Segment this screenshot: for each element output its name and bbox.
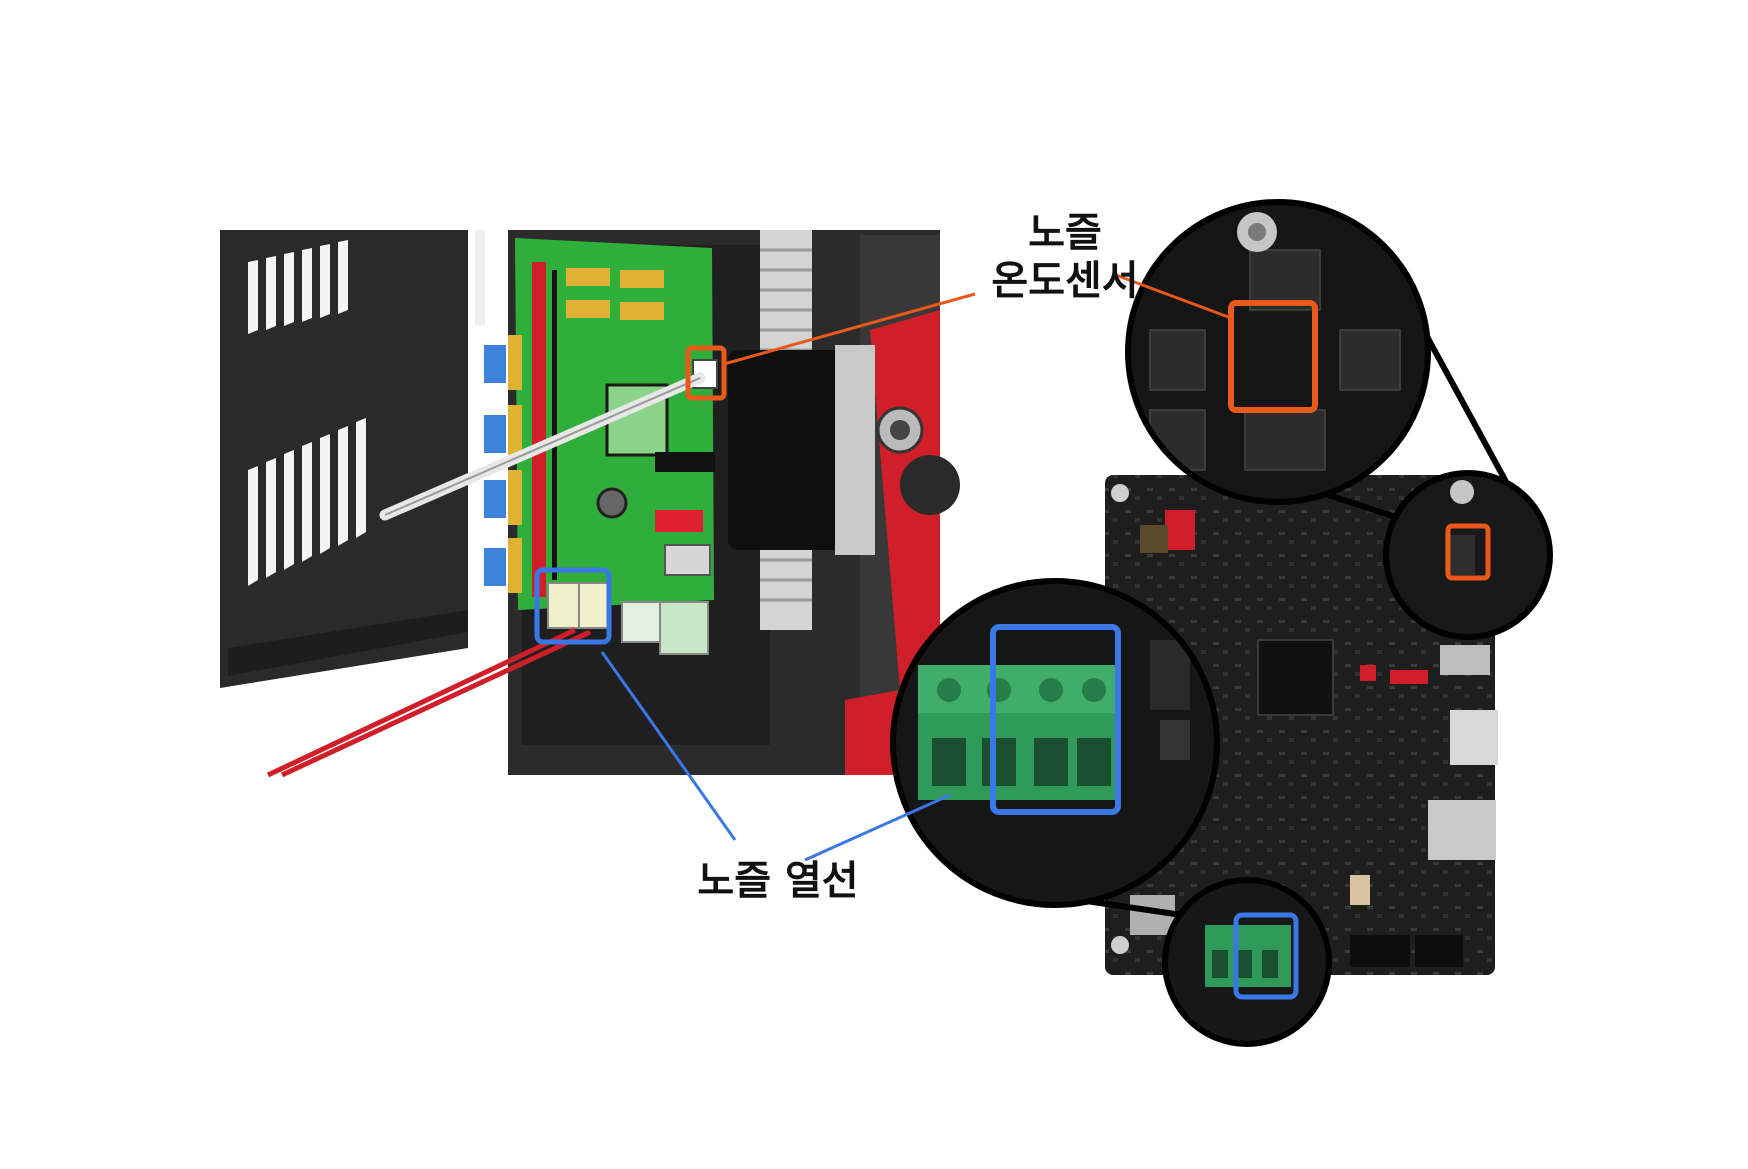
stepper-motor [728, 350, 853, 550]
heater-terminal-render [548, 583, 610, 628]
support-rod [475, 230, 485, 325]
zoom-board-corner [1385, 470, 1555, 640]
temp-sensor-label-line1: 노즐 [1000, 210, 1130, 256]
temp-sensor-label-line2: 온도센서 [950, 258, 1180, 304]
red-header-strip [532, 262, 546, 597]
sd-card-slot [1450, 710, 1498, 765]
printer-electronics-render [220, 230, 960, 775]
heater-label: 노즐 열선 [668, 858, 888, 904]
zoom-board-terminal [1162, 880, 1332, 1050]
zoom-temp-sensor [1120, 200, 1440, 510]
usb-b-port [1428, 800, 1496, 860]
zoomed-terminal-block [918, 665, 1118, 800]
usb-c-port [1440, 645, 1490, 675]
mcu-chip [1258, 640, 1333, 715]
